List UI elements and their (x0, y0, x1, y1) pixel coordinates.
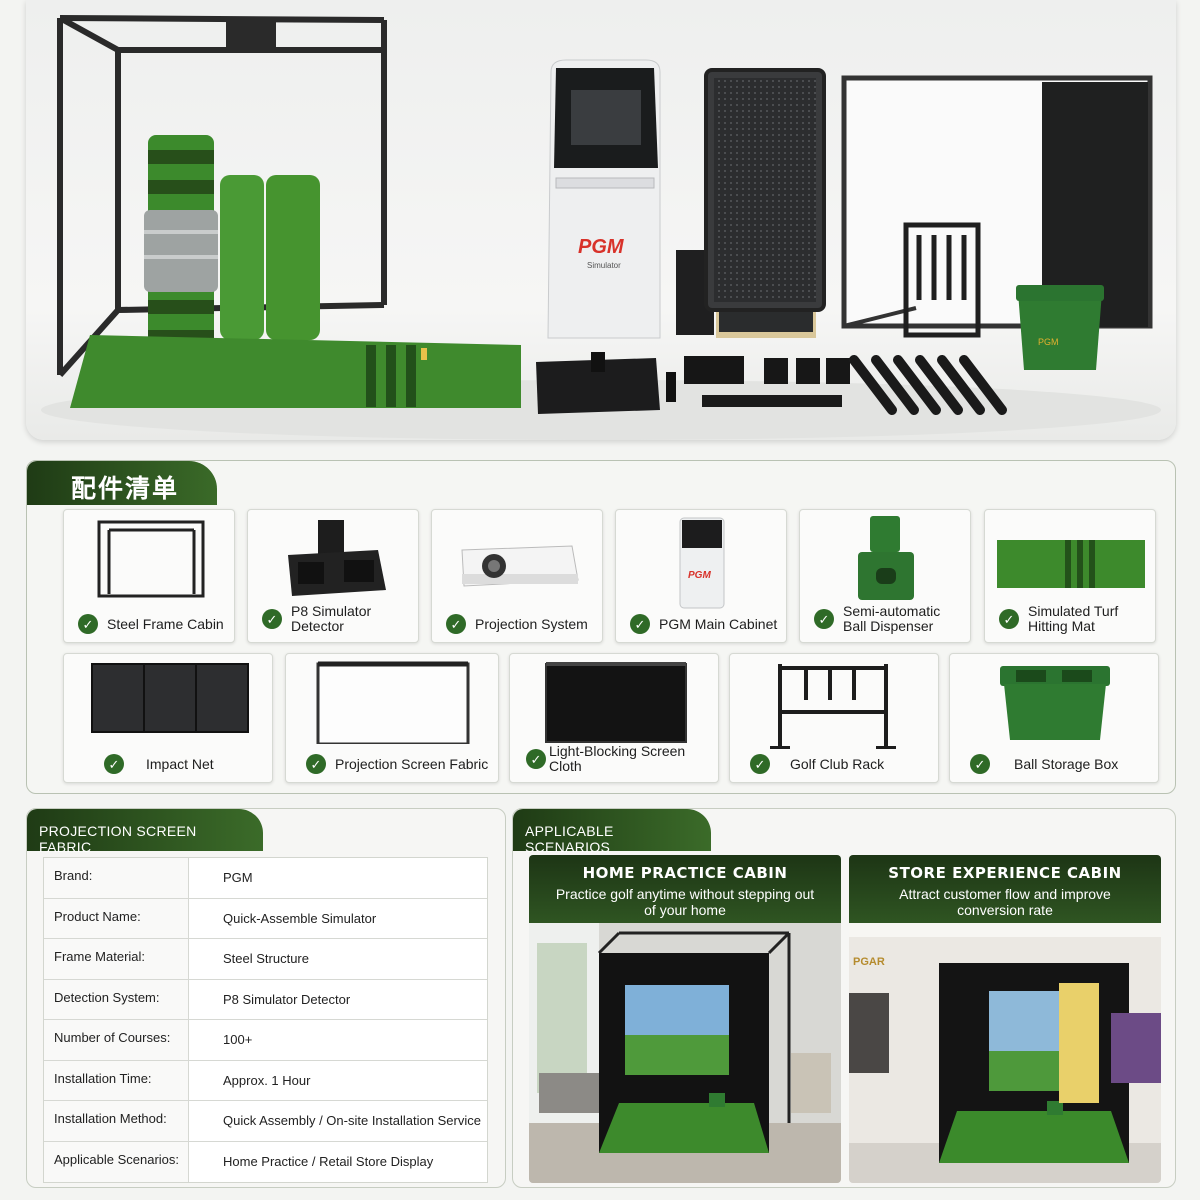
accessory-card-ball-box: ✓ Ball Storage Box (949, 653, 1159, 783)
spec-table: Brand:PGM Product Name:Quick-Assemble Si… (43, 857, 488, 1183)
accessory-card-screen-cloth: ✓Light-Blocking Screen Cloth (509, 653, 719, 783)
spec-row-applicable-scenarios: Applicable Scenarios:Home Practice / Ret… (44, 1141, 487, 1182)
check-icon: ✓ (630, 614, 650, 634)
screen-cloth-icon (545, 662, 687, 743)
club-rack-icon (770, 664, 896, 749)
spec-row-product-name: Product Name:Quick-Assemble Simulator (44, 898, 487, 939)
check-icon: ✓ (750, 754, 770, 774)
projector-icon (461, 545, 579, 587)
impact-net-icon (91, 663, 249, 733)
hero-pgm-logo: PGM (578, 236, 625, 258)
accessory-label: P8 Simulator Detector (291, 603, 372, 634)
screen-fabric-icon (316, 661, 470, 744)
accessory-card-projector: ✓ Projection System (431, 509, 603, 643)
check-icon: ✓ (526, 749, 546, 769)
scenario-title: HOME PRACTICE CABIN (582, 864, 788, 882)
accessory-label: Golf Club Rack (790, 755, 885, 772)
check-icon: ✓ (306, 754, 326, 774)
accessory-label: Ball Storage Box (1014, 755, 1119, 772)
svg-text:PGM: PGM (688, 570, 711, 581)
accessory-card-cabinet: PGM ✓ PGM Main Cabinet (615, 509, 787, 643)
detector-icon (288, 520, 386, 596)
accessory-label: Steel Frame Cabin (107, 615, 224, 632)
spec-row-installation-time: Installation Time:Approx. 1 Hour (44, 1060, 487, 1101)
steel-frame-icon (97, 520, 205, 598)
turf-mat-icon (997, 540, 1145, 588)
accessory-label: Impact Net (146, 755, 214, 772)
accessory-card-screen-fabric: ✓ Projection Screen Fabric (285, 653, 499, 783)
check-icon: ✓ (970, 754, 990, 774)
accessory-list-section: 配件清单 ✓ Steel Frame Cabin ✓ P8 Simulator De… (26, 460, 1176, 794)
accessory-label: Projection Screen Fabric (335, 755, 489, 772)
accessory-label: Simulated Turf Hitting Mat (1028, 603, 1119, 634)
scenario-title: STORE EXPERIENCE CABIN (888, 864, 1122, 882)
spec-row-brand: Brand:PGM (44, 858, 487, 899)
svg-text:Simulator: Simulator (587, 261, 621, 270)
cabinet-icon: PGM (679, 517, 725, 609)
scenario-card-store: STORE EXPERIENCE CABIN Attract customer … (849, 855, 1161, 1183)
accessory-list-title: 配件清单 (27, 461, 217, 505)
ball-box-icon (1000, 666, 1110, 740)
spec-section: PROJECTION SCREEN FABRIC Brand:PGM Produ… (26, 808, 506, 1188)
hero-illustration: PGM Simulator PGM (41, 15, 1161, 440)
accessory-card-turf-mat: ✓ Simulated Turf Hitting Mat (984, 509, 1156, 643)
accessory-label: Semi-automatic Ball Dispenser (843, 603, 941, 634)
accessory-card-club-rack: ✓ Golf Club Rack (729, 653, 939, 783)
check-icon: ✓ (446, 614, 466, 634)
hero-ball-box-logo: PGM (1038, 337, 1059, 347)
accessory-card-steel-frame: ✓ Steel Frame Cabin (63, 509, 235, 643)
check-icon: ✓ (104, 754, 124, 774)
accessory-card-detector: ✓ P8 Simulator Detector (247, 509, 419, 643)
store-sign: PGAR (853, 956, 885, 968)
ball-dispenser-icon (858, 516, 914, 600)
accessory-label: Light-Blocking Screen Cloth (549, 743, 686, 774)
scenario-desc: Attract customer flow and improve conver… (899, 886, 1111, 918)
accessory-card-ball-dispenser: ✓ Semi-automatic Ball Dispenser (799, 509, 971, 643)
hero-product-photo: PGM Simulator PGM (26, 0, 1176, 440)
check-icon: ✓ (999, 609, 1019, 629)
accessory-label: Projection System (475, 615, 588, 632)
check-icon: ✓ (78, 614, 98, 634)
scenarios-title: APPLICABLE SCENARIOS (513, 809, 711, 855)
spec-row-frame-material: Frame Material:Steel Structure (44, 939, 487, 980)
spec-row-number-of-courses: Number of Courses:100+ (44, 1020, 487, 1061)
accessory-label: PGM Main Cabinet (659, 615, 778, 632)
home-cabin-photo (529, 923, 841, 1183)
check-icon: ✓ (262, 609, 282, 629)
scenario-desc: Practice golf anytime without stepping o… (555, 886, 815, 918)
spec-row-detection-system: Detection System:P8 Simulator Detector (44, 979, 487, 1020)
spec-row-installation-method: Installation Method:Quick Assembly / On-… (44, 1101, 487, 1142)
scenario-card-home: HOME PRACTICE CABIN Practice golf anytim… (529, 855, 841, 1183)
spec-title: PROJECTION SCREEN FABRIC (27, 809, 263, 855)
scenarios-section: APPLICABLE SCENARIOS HOME PRACTICE CABIN… (512, 808, 1176, 1188)
accessory-card-impact-net: ✓ Impact Net (63, 653, 273, 783)
check-icon: ✓ (814, 609, 834, 629)
store-cabin-photo: PGAR (849, 923, 1161, 1183)
